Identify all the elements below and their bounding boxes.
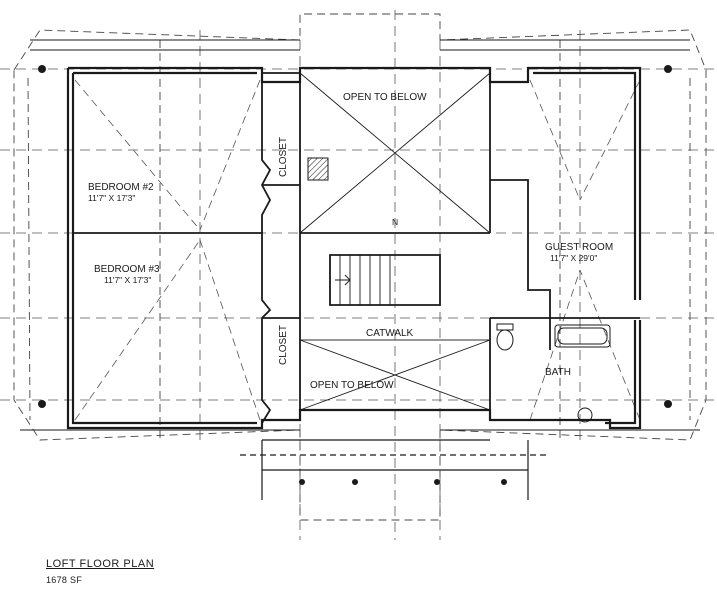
chimney-hatch <box>307 157 329 181</box>
guest-room-dims: 11'7" X 29'0" <box>550 253 597 263</box>
stair-direction-mark: N <box>392 217 398 227</box>
open-to-below-bottom: OPEN TO BELOW <box>310 380 394 391</box>
plan-title: LOFT FLOOR PLAN <box>46 558 155 570</box>
bath-fixtures <box>496 323 611 423</box>
bedroom3-dims: 11'7" X 17'3" <box>104 275 151 285</box>
closet-top-name: CLOSET <box>278 137 289 177</box>
open-to-below-cross <box>299 72 491 411</box>
log-posts <box>38 65 672 485</box>
guest-room-name: GUEST ROOM <box>545 242 613 253</box>
plan-area: 1678 SF <box>46 575 83 585</box>
bedroom2-name: BEDROOM #2 <box>88 182 154 193</box>
eave-lines <box>20 39 700 431</box>
roof-ridge-lines <box>74 79 641 421</box>
porch-railing <box>240 439 550 500</box>
bath-name: BATH <box>545 367 571 378</box>
catwalk-name: CATWALK <box>366 328 414 339</box>
closet-bottom-name: CLOSET <box>278 325 289 365</box>
stair-treads <box>335 255 391 305</box>
room-labels: BEDROOM #2 11'7" X 17'3" BEDROOM #3 11'7… <box>88 92 613 391</box>
bedroom2-dims: 11'7" X 17'3" <box>88 193 135 203</box>
bedroom3-name: BEDROOM #3 <box>94 264 160 275</box>
open-to-below-top: OPEN TO BELOW <box>343 92 427 103</box>
